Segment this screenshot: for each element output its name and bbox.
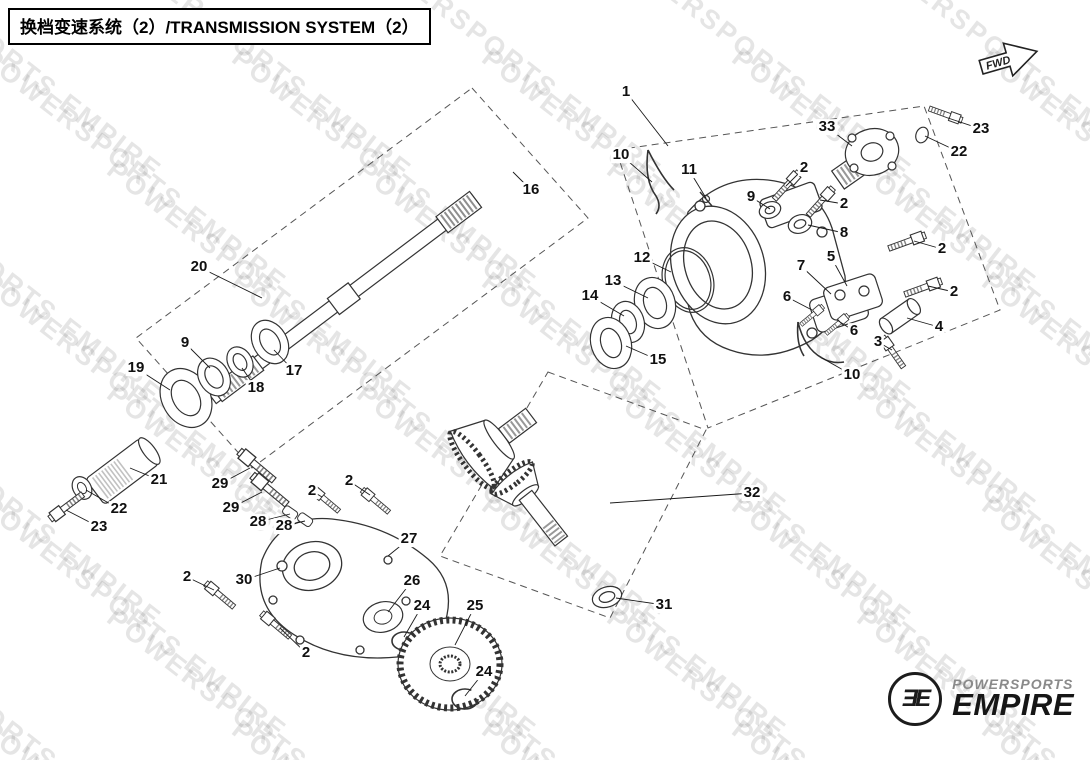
shaft-bearings-and-washers — [159, 319, 290, 429]
brand-logo: ƎE POWERSPORTS EMPIRE — [888, 672, 1074, 726]
bevel-gear-large — [447, 407, 538, 491]
bevel-pinion-shaft — [489, 459, 623, 609]
brand-name-top: POWERSPORTS — [952, 675, 1074, 692]
cover-screws — [202, 447, 391, 641]
gearcase-cover — [259, 517, 450, 659]
coupling-hub — [47, 437, 161, 524]
driven-gear-assembly — [362, 601, 504, 712]
housing-bearings — [589, 247, 715, 370]
brand-name-bottom: EMPIRE — [952, 686, 1074, 722]
page-title: 换档变速系统（2）/TRANSMISSION SYSTEM（2） — [8, 8, 431, 45]
brand-monogram: ƎE — [902, 685, 931, 712]
output-hub — [830, 104, 964, 190]
brand-logo-text: POWERSPORTS EMPIRE — [952, 676, 1074, 723]
shift-bracket-assembly — [796, 230, 944, 370]
fwd-arrow: FWD — [978, 42, 1039, 78]
brand-logo-icon: ƎE — [888, 672, 943, 726]
